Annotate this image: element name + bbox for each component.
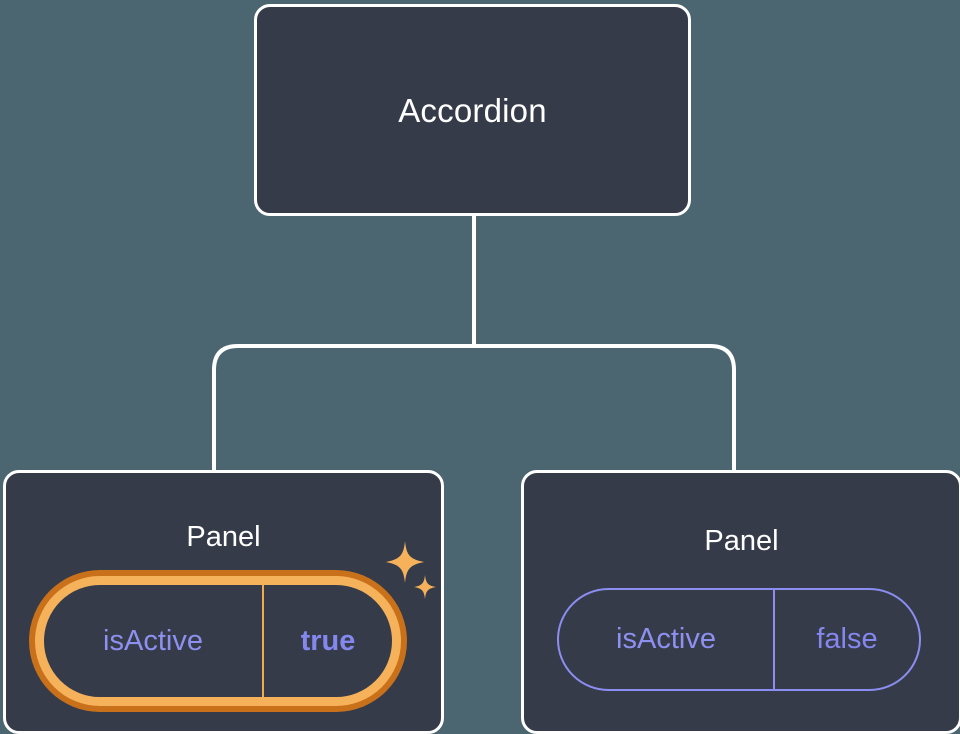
node-accordion-label: Accordion [398, 91, 547, 129]
connector-child-bus [212, 344, 736, 472]
prop-key: isActive [103, 624, 203, 657]
node-accordion[interactable]: Accordion [254, 4, 691, 216]
prop-pill-isactive-false[interactable]: isActive false [557, 588, 921, 691]
prop-pill-isactive-true[interactable]: isActive true [35, 576, 401, 706]
prop-key: isActive [616, 623, 716, 655]
prop-value: true [262, 585, 392, 697]
node-panel-right-label: Panel [704, 525, 779, 557]
prop-value: false [773, 590, 919, 689]
node-panel-left-label: Panel [186, 521, 261, 553]
